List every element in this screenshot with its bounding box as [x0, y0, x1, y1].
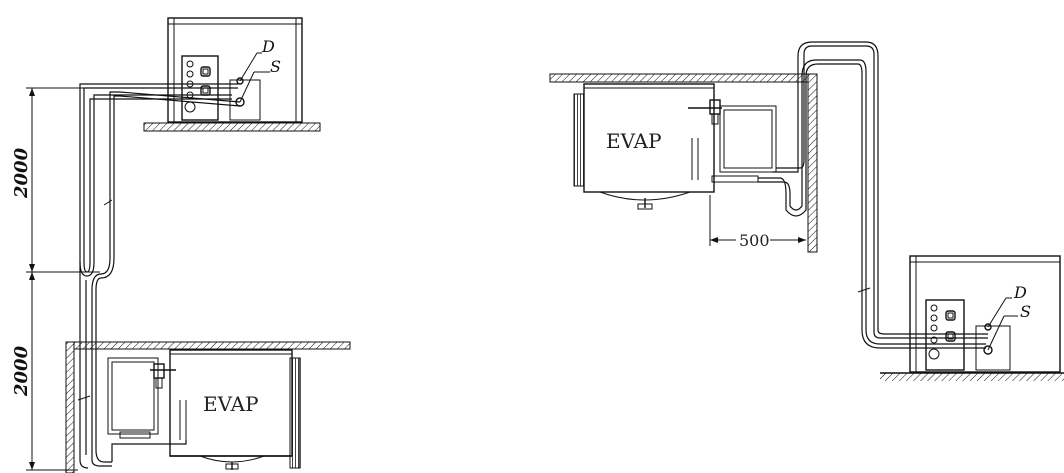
right-evap-label: EVAP	[606, 129, 662, 153]
left-evap-label: EVAP	[203, 392, 259, 416]
left-wall	[65, 341, 75, 473]
left-dim-lower-label: 2000	[11, 345, 32, 397]
right-port-s-label: S	[1020, 302, 1031, 321]
right-installation: EVAP 500	[549, 41, 1064, 381]
left-port-s-label: S	[270, 57, 281, 76]
right-pipe-run	[758, 41, 988, 349]
right-500-dimension: 500	[709, 195, 806, 250]
left-port-d-label: D	[261, 37, 275, 56]
right-ground	[880, 372, 1064, 381]
left-condensing-unit	[167, 17, 303, 123]
left-dim-upper-label: 2000	[11, 147, 32, 199]
right-condensing-unit	[909, 255, 1061, 373]
right-port-d-label: D	[1013, 283, 1027, 302]
right-wall	[807, 73, 818, 253]
right-dim-500-label: 500	[739, 231, 770, 250]
left-ceiling-slab	[73, 341, 351, 350]
left-installation: D S	[11, 17, 351, 473]
left-height-dimension: 2000 2000	[11, 87, 100, 471]
left-evaporator: EVAP	[107, 349, 301, 470]
left-upper-slab	[143, 122, 321, 132]
right-evaporator: EVAP	[573, 83, 777, 210]
right-ceiling-slab	[549, 73, 809, 83]
